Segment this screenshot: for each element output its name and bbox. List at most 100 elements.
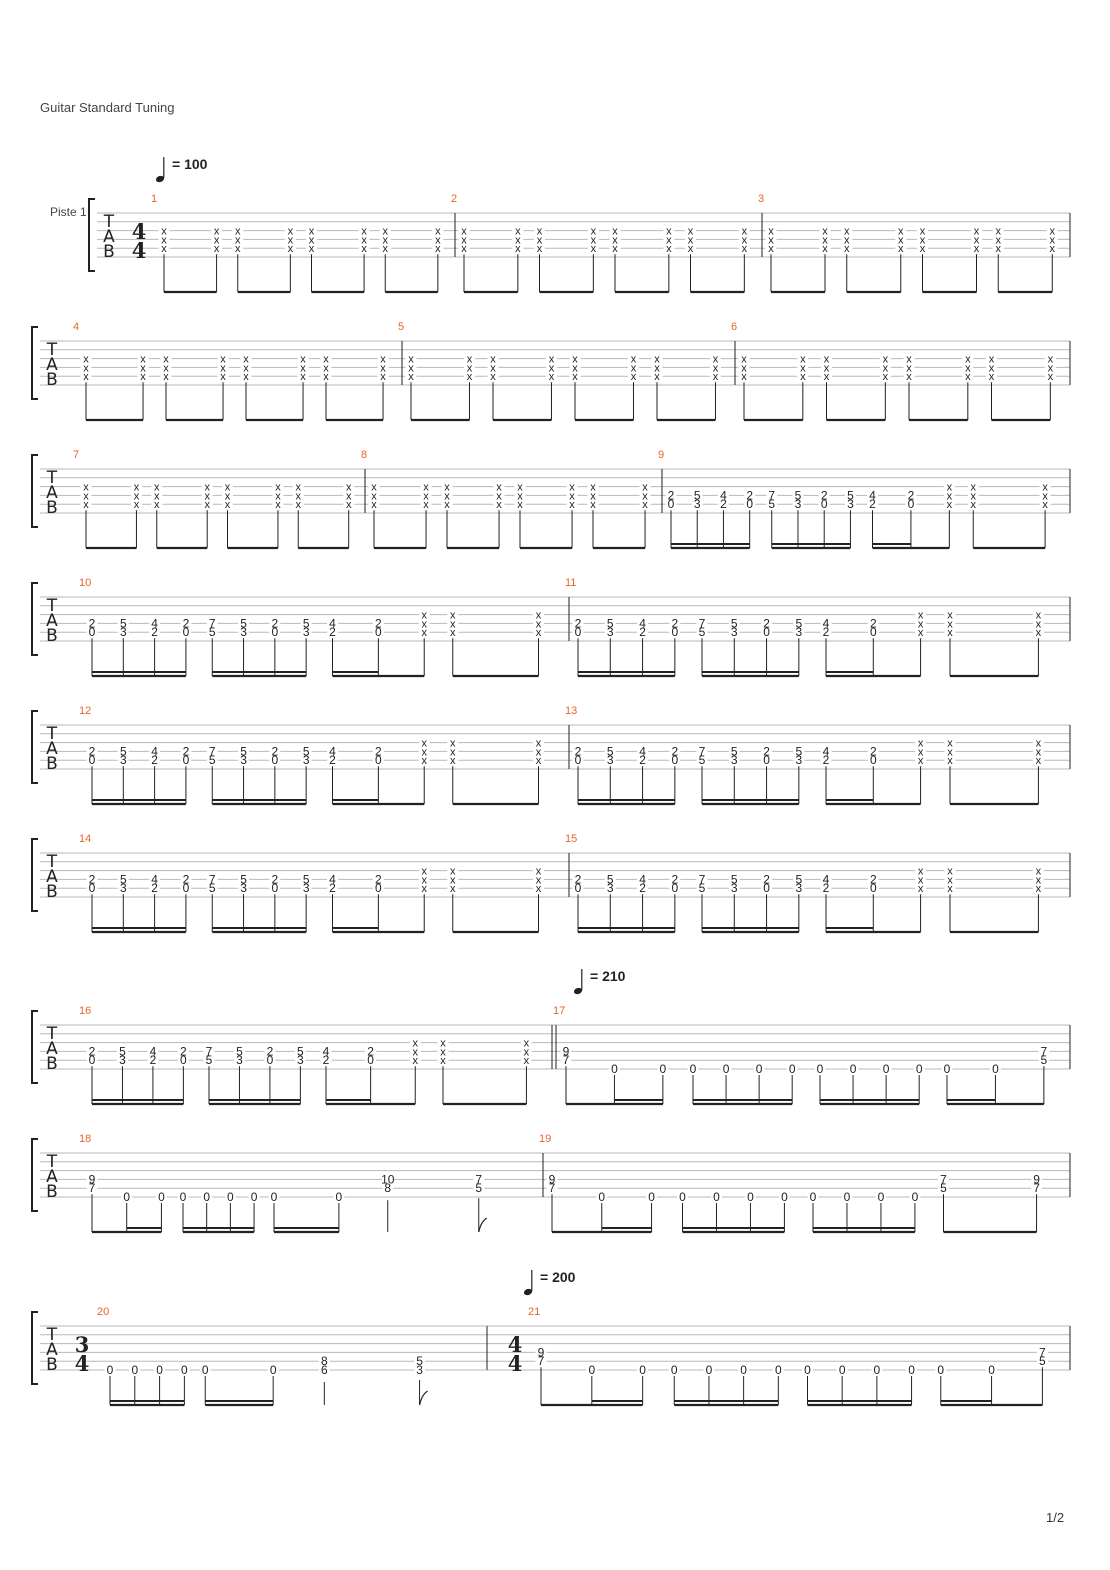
fret-number: 5 [694, 488, 701, 502]
muted-note: x [496, 482, 502, 494]
muted-note: x [918, 627, 924, 639]
muted-note: x [1036, 874, 1042, 886]
tab-clef-letter: A [46, 483, 58, 503]
muted-note: x [275, 499, 281, 511]
fret-number: 3 [795, 881, 802, 895]
fret-number: 7 [1039, 1345, 1046, 1359]
muted-note: x [918, 618, 924, 630]
muted-note: x [296, 490, 302, 502]
muted-note: x [1048, 362, 1054, 374]
muted-note: x [654, 371, 660, 383]
fret-number: 0 [671, 753, 678, 767]
fret-number: 3 [607, 625, 614, 639]
fret-number: 0 [908, 497, 915, 511]
muted-note: x [666, 234, 672, 246]
muted-note: x [461, 226, 467, 238]
muted-note: x [920, 243, 926, 255]
fret-number: 4 [151, 872, 158, 886]
measure-number: 14 [79, 833, 91, 845]
fret-number: 0 [202, 1363, 209, 1377]
fret-number: 3 [731, 753, 738, 767]
muted-note: x [134, 482, 140, 494]
fret-number: 0 [89, 625, 96, 639]
muted-note: x [296, 499, 302, 511]
tab-clef-letter: A [46, 611, 58, 631]
fret-number: 4 [720, 488, 727, 502]
fret-number: 0 [180, 1190, 187, 1204]
fret-number: 0 [575, 753, 582, 767]
muted-note: x [898, 234, 904, 246]
fret-number: 2 [870, 616, 877, 630]
fret-number: 3 [795, 497, 802, 511]
muted-note: x [421, 610, 427, 622]
muted-note: x [275, 490, 281, 502]
measure-3 [765, 225, 1058, 294]
fret-number: 3 [303, 625, 310, 639]
muted-note: x [1036, 883, 1042, 895]
measure-number: 11 [565, 577, 576, 589]
muted-note: x [537, 226, 543, 238]
fret-number: 7 [209, 616, 216, 630]
muted-note: x [140, 371, 146, 383]
muted-note: x [383, 226, 389, 238]
fret-number: 0 [850, 1062, 857, 1076]
muted-note: x [989, 362, 995, 374]
fret-number: 7 [699, 872, 706, 886]
fret-number: 4 [329, 872, 336, 886]
muted-note: x [450, 618, 456, 630]
muted-note: x [490, 362, 496, 374]
muted-note: x [536, 866, 542, 878]
muted-note: x [688, 243, 694, 255]
muted-note: x [275, 482, 281, 494]
muted-note: x [214, 226, 220, 238]
fret-number: 5 [236, 1044, 243, 1058]
muted-note: x [163, 371, 169, 383]
muted-note: x [572, 371, 578, 383]
muted-note: x [947, 755, 953, 767]
fret-number: 2 [763, 744, 770, 758]
fret-number: 2 [151, 625, 158, 639]
time-signature-bottom: 4 [508, 1351, 523, 1376]
muted-note: x [741, 362, 747, 374]
fret-number: 0 [671, 1363, 678, 1377]
fret-number: 0 [375, 881, 382, 895]
muted-note: x [134, 499, 140, 511]
tempo-value: = 200 [540, 1269, 576, 1285]
fret-number: 7 [940, 1172, 947, 1186]
muted-note: x [883, 354, 889, 366]
fret-number: 4 [823, 616, 830, 630]
muted-note: x [947, 746, 953, 758]
muted-note: x [536, 883, 542, 895]
fret-number: 5 [416, 1354, 423, 1368]
muted-note: x [631, 354, 637, 366]
muted-note: x [517, 490, 523, 502]
system-bracket [31, 710, 38, 784]
fret-number: 3 [120, 881, 127, 895]
fret-number: 7 [209, 744, 216, 758]
fret-number: 7 [209, 872, 216, 886]
muted-note: x [536, 755, 542, 767]
muted-note: x [1036, 627, 1042, 639]
fret-number: 7 [538, 1354, 545, 1368]
muted-note: x [461, 234, 467, 246]
fret-number: 0 [916, 1062, 923, 1076]
fret-number: 0 [267, 1053, 274, 1067]
fret-number: 2 [272, 616, 279, 630]
muted-note: x [996, 234, 1002, 246]
muted-note: x [83, 354, 89, 366]
muted-note: x [631, 371, 637, 383]
fret-number: 2 [671, 872, 678, 886]
fret-number: 9 [549, 1172, 556, 1186]
muted-note: x [467, 371, 473, 383]
tab-clef-letter: T [46, 596, 58, 616]
muted-note: x [361, 234, 367, 246]
muted-note: x [898, 243, 904, 255]
muted-note: x [971, 482, 977, 494]
fret-number: 3 [795, 753, 802, 767]
fret-number: 0 [740, 1363, 747, 1377]
muted-note: x [741, 354, 747, 366]
muted-note: x [423, 482, 429, 494]
fret-number: 0 [180, 1053, 187, 1067]
fret-number: 0 [944, 1062, 951, 1076]
fret-number: 7 [699, 616, 706, 630]
